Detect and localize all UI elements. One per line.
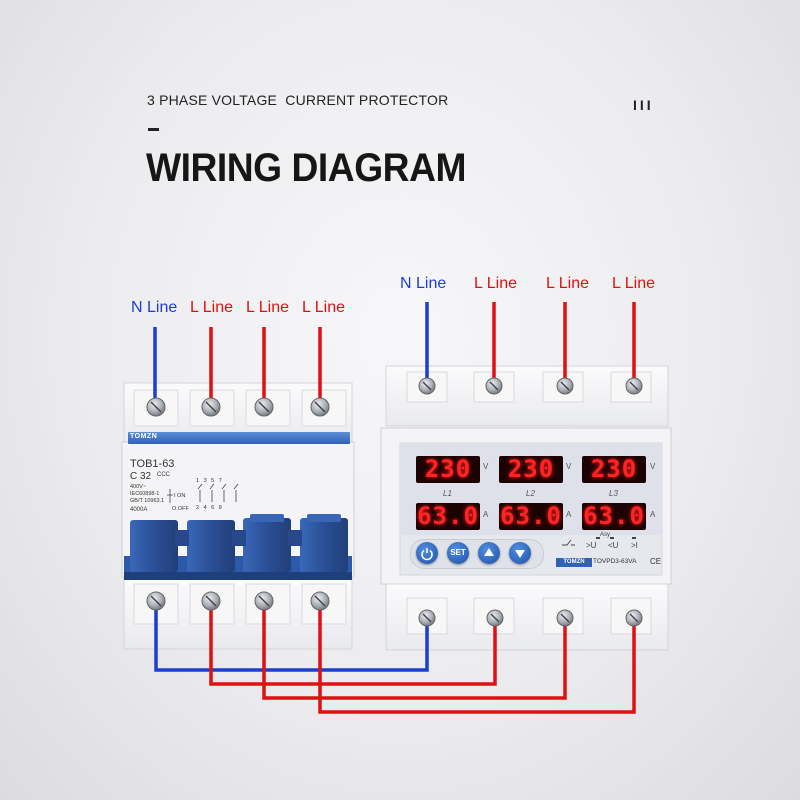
- breaker-l2-line-label: L Line: [246, 299, 289, 316]
- interconnect-wires: [154, 602, 636, 714]
- indicator-under-voltage: <U: [608, 541, 619, 550]
- arrow-down-icon: [515, 550, 525, 558]
- indicator-leds: [562, 537, 636, 546]
- power-icon: [421, 548, 433, 561]
- breaker-handles[interactable]: [130, 514, 348, 572]
- breaker-standard-1: IEC60898-1: [130, 491, 160, 497]
- breaker-brand-strip: [128, 432, 350, 444]
- current-display-l2: 63.0: [499, 502, 563, 530]
- indicator-asy: Asy: [600, 532, 611, 538]
- phase-label-l1: L1: [443, 489, 452, 498]
- device-brand: TOMZN: [556, 558, 592, 567]
- phase-label-l3: L3: [609, 489, 618, 498]
- up-button[interactable]: [478, 542, 500, 564]
- breaker-capacity: 4000A: [130, 507, 148, 513]
- breaker-on-label: I ON: [174, 493, 186, 499]
- current-unit-l3: A: [650, 510, 656, 519]
- page-subtitle: 3 PHASE VOLTAGE CURRENT PROTECTOR: [147, 92, 449, 108]
- breaker-off-label: O OFF: [172, 506, 189, 512]
- voltage-unit-l1: V: [483, 462, 489, 471]
- voltage-unit-l2: V: [566, 462, 572, 471]
- breaker-contact-schematic: [167, 483, 239, 503]
- title-dash: [148, 128, 159, 131]
- device-l1-line-label: L Line: [474, 275, 517, 292]
- series-mark: III: [633, 97, 654, 113]
- terminal-screws: [146, 377, 643, 627]
- voltage-display-l3: 230: [582, 456, 646, 483]
- breaker-cert-mark: CCC: [157, 472, 170, 478]
- breaker-l3-line-label: L Line: [302, 299, 345, 316]
- breaker-standard-2: GB/T 10963.1: [130, 498, 165, 504]
- breaker-brand: TOMZN: [130, 433, 158, 440]
- device-n-line-label: N Line: [400, 275, 447, 292]
- current-display-l1: 63.0: [416, 502, 480, 530]
- device-model: TOVPD3-63VA: [593, 558, 637, 565]
- ce-mark: CE: [650, 557, 662, 566]
- power-button[interactable]: [416, 542, 438, 564]
- phase-label-l2: L2: [526, 489, 535, 498]
- device-l3-line-label: L Line: [612, 275, 655, 292]
- arrow-up-icon: [484, 548, 494, 556]
- breaker-terminals-bottom: 2 4 6 8: [196, 505, 222, 511]
- breaker-l1-line-label: L Line: [190, 299, 233, 316]
- current-unit-l2: A: [566, 510, 572, 519]
- down-button[interactable]: [509, 542, 531, 564]
- breaker-voltage: 400V~: [130, 484, 147, 490]
- supply-wires: [153, 302, 636, 405]
- breaker-rating: C 32: [130, 471, 152, 482]
- indicator-over-current: >I: [631, 541, 638, 550]
- current-display-l3: 63.0: [582, 502, 646, 530]
- device-l2-line-label: L Line: [546, 275, 589, 292]
- breaker-model: TOB1-63: [130, 458, 175, 470]
- voltage-unit-l3: V: [650, 462, 656, 471]
- breaker-terminals-top: 1 3 5 7: [196, 478, 222, 484]
- switch-symbol-icon: [562, 539, 575, 546]
- breaker-n-line-label: N Line: [131, 299, 178, 316]
- page-title: WIRING DIAGRAM: [146, 146, 466, 190]
- indicator-over-voltage: >U: [586, 541, 597, 550]
- voltage-display-l2: 230: [499, 456, 563, 483]
- voltage-display-l1: 230: [416, 456, 480, 483]
- set-button[interactable]: SET: [447, 542, 469, 564]
- current-unit-l1: A: [483, 510, 489, 519]
